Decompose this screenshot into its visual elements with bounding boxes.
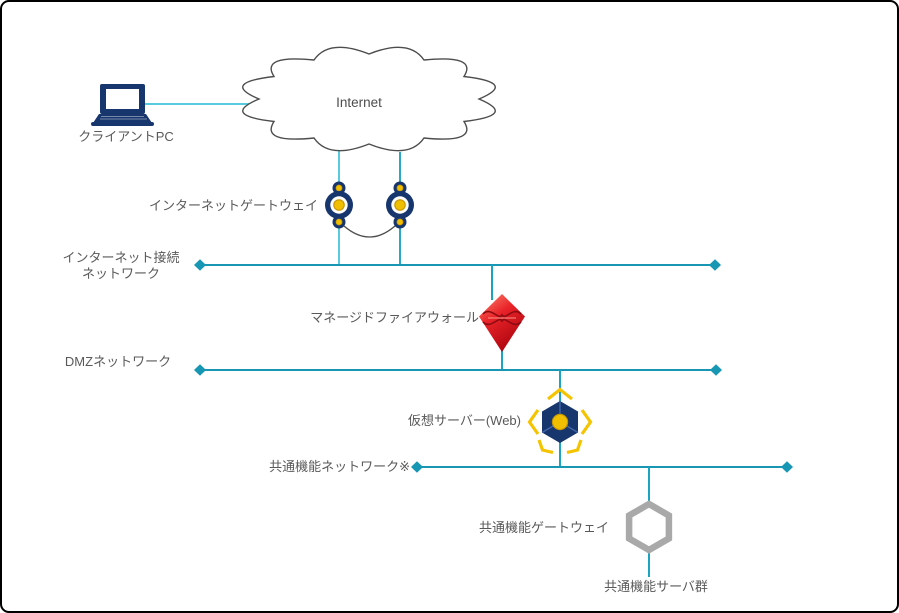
internet-gateway-label: インターネットゲートウェイ	[149, 198, 318, 213]
internet-gateway-icon-2	[386, 181, 414, 229]
virtual-server-web-label: 仮想サーバー(Web)	[408, 413, 521, 428]
bus-endpoint-diamond	[194, 259, 206, 271]
gray-hexagon-icon	[625, 500, 673, 554]
laptop-icon	[91, 84, 154, 126]
virtual-server-hexagon-icon	[527, 387, 593, 455]
bus-endpoint-diamond	[781, 461, 793, 473]
bus-endpoint-diamond	[411, 461, 423, 473]
common-function-network-label: 共通機能ネットワーク※	[269, 459, 410, 474]
bus-endpoint-diamond	[710, 364, 722, 376]
dmz-network-label: DMZネットワーク	[65, 354, 171, 369]
client-pc-label: クライアントPC	[78, 129, 174, 144]
dmz-network-bus-line	[194, 364, 722, 376]
bus-endpoint-diamond	[194, 364, 206, 376]
gateway-link-arc	[343, 225, 396, 238]
internet-cloud-icon	[242, 46, 496, 152]
internet-cloud-label: Internet	[336, 95, 382, 110]
internet-network-label-line2: ネットワーク	[82, 266, 160, 281]
internet-gateway-icon-1	[325, 181, 353, 229]
common-function-gateway-label: 共通機能ゲートウェイ	[479, 520, 609, 535]
firewall-diamond-icon	[479, 294, 525, 352]
managed-firewall-label: マネージドファイアウォール	[310, 310, 479, 325]
common-function-network-bus-line	[411, 461, 793, 473]
internet-network-label-line1: インターネット接続	[62, 250, 179, 265]
internet-network-bus-line	[194, 259, 721, 271]
common-function-servers-label: 共通機能サーバ群	[604, 579, 708, 594]
bus-endpoint-diamond	[709, 259, 721, 271]
